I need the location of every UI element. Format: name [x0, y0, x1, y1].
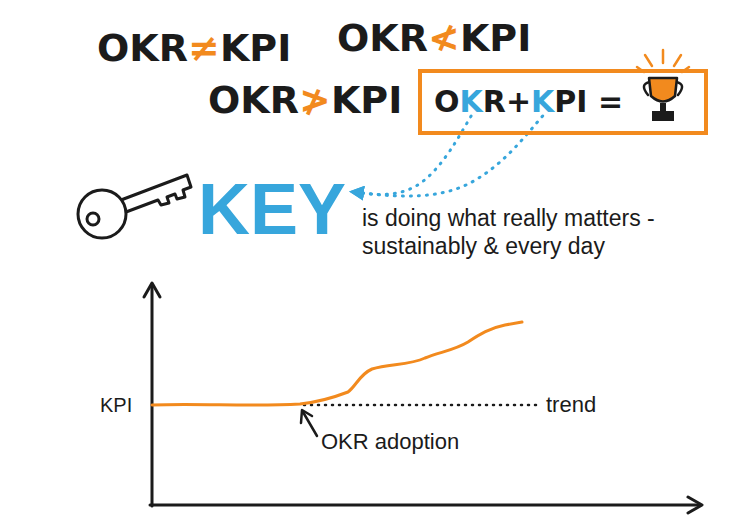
- key-word: KEY: [198, 166, 346, 252]
- glyph: P: [249, 26, 277, 70]
- key-statement: is doing what really matters -sustainabl…: [362, 205, 702, 260]
- annotation-label: OKR adoption: [321, 429, 459, 455]
- trend-label: trend: [546, 392, 596, 418]
- glyph: ≠: [188, 26, 220, 70]
- glyph: [587, 84, 597, 119]
- glyph: R: [270, 78, 299, 122]
- glyph: K: [220, 26, 249, 70]
- glyph: O: [337, 16, 369, 60]
- kpi-line: [152, 322, 522, 405]
- glyph: K: [129, 26, 158, 70]
- dotted-pointer: [352, 116, 543, 196]
- glyph: O: [208, 78, 240, 122]
- glyph: P: [489, 16, 517, 60]
- glyph: K: [531, 84, 554, 119]
- glyph: ≮: [428, 16, 460, 60]
- x-axis: [150, 504, 700, 507]
- ray: [662, 50, 665, 63]
- trophy-base: [652, 111, 674, 121]
- glyph: P: [360, 78, 388, 122]
- comparison-text: OKR≮KPI: [337, 16, 531, 62]
- key-drawing: [78, 175, 191, 238]
- glyph: I: [277, 26, 291, 70]
- glyph: R: [159, 26, 188, 70]
- glyph: K: [460, 84, 483, 119]
- x-axis-head: [688, 497, 702, 513]
- ray: [645, 55, 652, 66]
- trophy-cup: [649, 78, 677, 102]
- y-axis-head: [144, 283, 160, 297]
- glyph: K: [460, 16, 489, 60]
- comparison-text: OKR≠KPI: [97, 26, 291, 72]
- comparison-text: OKR≯KPI: [208, 78, 402, 124]
- key-shaft: [121, 175, 191, 212]
- glyph: I: [517, 16, 531, 60]
- glyph: K: [331, 78, 360, 122]
- glyph: R: [399, 16, 428, 60]
- glyph: R: [483, 84, 506, 119]
- glyph: I: [576, 84, 587, 119]
- glyph: O: [97, 26, 129, 70]
- key-head: [78, 190, 126, 238]
- dotted-pointer: [352, 116, 471, 194]
- trophy-stem: [660, 103, 666, 111]
- highlight-box: OKR+KPI =: [418, 69, 708, 135]
- glyph: K: [369, 16, 398, 60]
- adoption-pointer-head: [301, 410, 312, 423]
- glyph: +: [506, 84, 531, 119]
- glyph: I: [388, 78, 402, 122]
- glyph: =: [598, 84, 623, 119]
- axis-label: KPI: [100, 393, 132, 417]
- trophy-icon: [635, 47, 691, 127]
- y-axis: [151, 285, 154, 506]
- glyph: O: [434, 84, 460, 119]
- chart: [144, 283, 702, 513]
- box-text: OKR+KPI =: [434, 83, 623, 121]
- pointer-group: [352, 116, 543, 196]
- trend-line: [304, 404, 536, 407]
- glyph: K: [240, 78, 269, 122]
- key-hole: [87, 213, 99, 225]
- glyph: P: [554, 84, 576, 119]
- glyph: ≯: [299, 78, 331, 122]
- ray: [674, 55, 681, 66]
